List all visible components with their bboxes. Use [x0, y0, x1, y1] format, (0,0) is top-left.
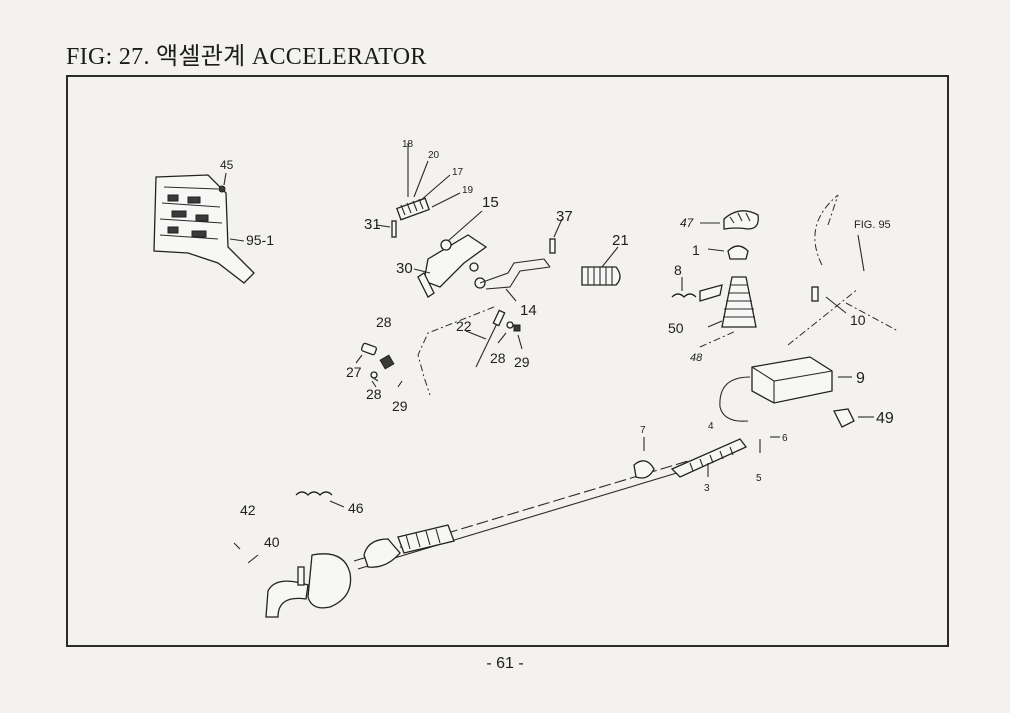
callout-31: 31 — [364, 216, 381, 233]
callout-28b: 28 — [366, 386, 382, 402]
label-fig95: FIG. 95 — [854, 219, 891, 231]
accelerator-diagram: 45 95-1 18 20 17 19 15 31 30 37 21 14 28… — [153, 139, 899, 618]
page-number: - 61 - — [486, 655, 524, 672]
callout-5: 5 — [756, 473, 762, 484]
callout-28a: 28 — [376, 314, 392, 330]
callout-45: 45 — [220, 158, 234, 172]
callout-19: 19 — [462, 185, 474, 196]
callout-4: 4 — [708, 421, 714, 432]
callout-47: 47 — [680, 216, 695, 230]
callout-49: 49 — [876, 410, 894, 427]
callout-42: 42 — [240, 502, 256, 518]
callout-8: 8 — [674, 262, 682, 278]
callout-37: 37 — [556, 208, 573, 225]
callout-29b: 29 — [514, 354, 530, 370]
callout-22: 22 — [456, 318, 472, 334]
callout-95-1: 95-1 — [246, 232, 274, 248]
panel-95-1 — [153, 174, 255, 284]
callout-15: 15 — [482, 194, 499, 211]
callout-27: 27 — [346, 364, 362, 380]
callout-50: 50 — [668, 320, 684, 336]
pedal-plate — [307, 553, 352, 609]
page-title: FIG: 27. 액셀관계 ACCELERATOR — [66, 44, 427, 70]
callout-29a: 29 — [392, 398, 408, 414]
callout-20: 20 — [428, 150, 440, 161]
cable-conduit — [397, 524, 455, 554]
boot-50 — [721, 276, 757, 328]
callout-48: 48 — [690, 352, 703, 364]
callout-28c: 28 — [490, 350, 506, 366]
callout-40: 40 — [264, 534, 280, 550]
callout-17: 17 — [452, 167, 464, 178]
callout-6: 6 — [782, 433, 788, 444]
callout-14: 14 — [520, 302, 537, 319]
pedal-bracket-assembly — [391, 197, 556, 298]
callout-9: 9 — [856, 370, 865, 387]
callout-30: 30 — [396, 260, 413, 277]
callout-21: 21 — [612, 232, 629, 249]
callout-3: 3 — [704, 483, 710, 494]
callout-7: 7 — [640, 425, 646, 436]
bracket-9 — [751, 356, 833, 404]
callout-46: 46 — [348, 500, 364, 516]
callout-1: 1 — [692, 242, 700, 258]
diagram-frame: 45 95-1 18 20 17 19 15 31 30 37 21 14 28… — [66, 75, 949, 647]
pedal-grip-ribs — [587, 267, 613, 285]
callout-10: 10 — [850, 312, 866, 328]
callout-18: 18 — [402, 139, 414, 150]
